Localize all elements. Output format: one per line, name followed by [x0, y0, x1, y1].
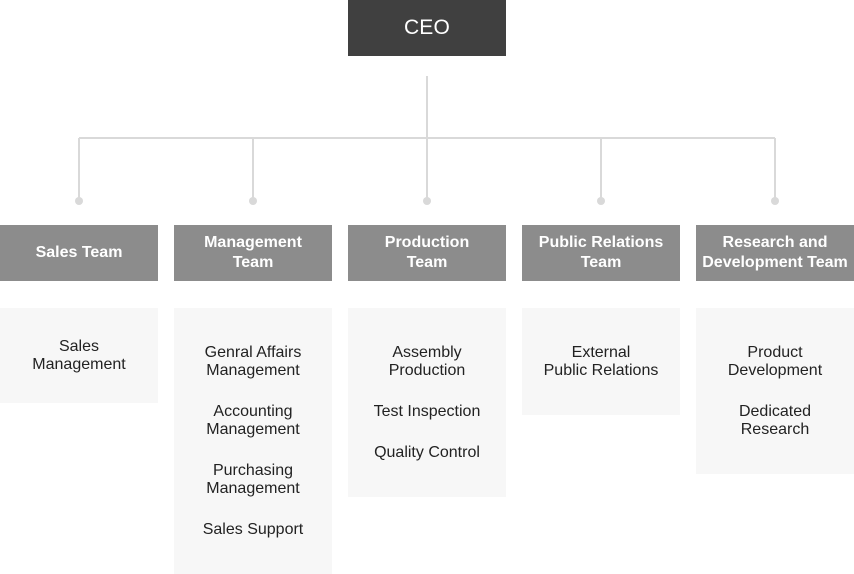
duty-item: Sales Support — [202, 521, 304, 538]
team-duties-sales: Sales Management — [0, 308, 158, 403]
duty-item: Accounting Management — [206, 403, 300, 438]
duty-item: Genral Affairs Management — [204, 344, 302, 379]
team-duties-management: Genral Affairs Management Accounting Man… — [174, 308, 332, 574]
duty-item: Purchasing Management — [206, 462, 300, 497]
ceo-label: CEO — [403, 16, 451, 39]
connector-dot-management — [249, 197, 257, 205]
connector-dot-public-relations — [597, 197, 605, 205]
connector-dot-production — [423, 197, 431, 205]
team-duties-production: Assembly Production Test Inspection Qual… — [348, 308, 506, 497]
team-header-research: Research and Development Team — [696, 225, 854, 281]
duty-item: Product Development — [727, 344, 823, 379]
team-header-production: Production Team — [348, 225, 506, 281]
team-header-sales: Sales Team — [0, 225, 158, 281]
duty-item: Quality Control — [374, 444, 480, 461]
connector-dot-research — [771, 197, 779, 205]
team-duties-research: Product Development Dedicated Research — [696, 308, 854, 474]
connector-dot-sales — [75, 197, 83, 205]
duty-item: Assembly Production — [388, 344, 466, 379]
duty-item: Test Inspection — [373, 403, 481, 420]
team-header-public-relations: Public Relations Team — [522, 225, 680, 281]
duty-item: Dedicated Research — [738, 403, 812, 438]
duty-item: Sales Management — [32, 338, 126, 373]
ceo-box: CEO — [348, 0, 506, 56]
duty-item: External Public Relations — [543, 344, 659, 379]
team-header-management: Management Team — [174, 225, 332, 281]
team-duties-public-relations: External Public Relations — [522, 308, 680, 415]
